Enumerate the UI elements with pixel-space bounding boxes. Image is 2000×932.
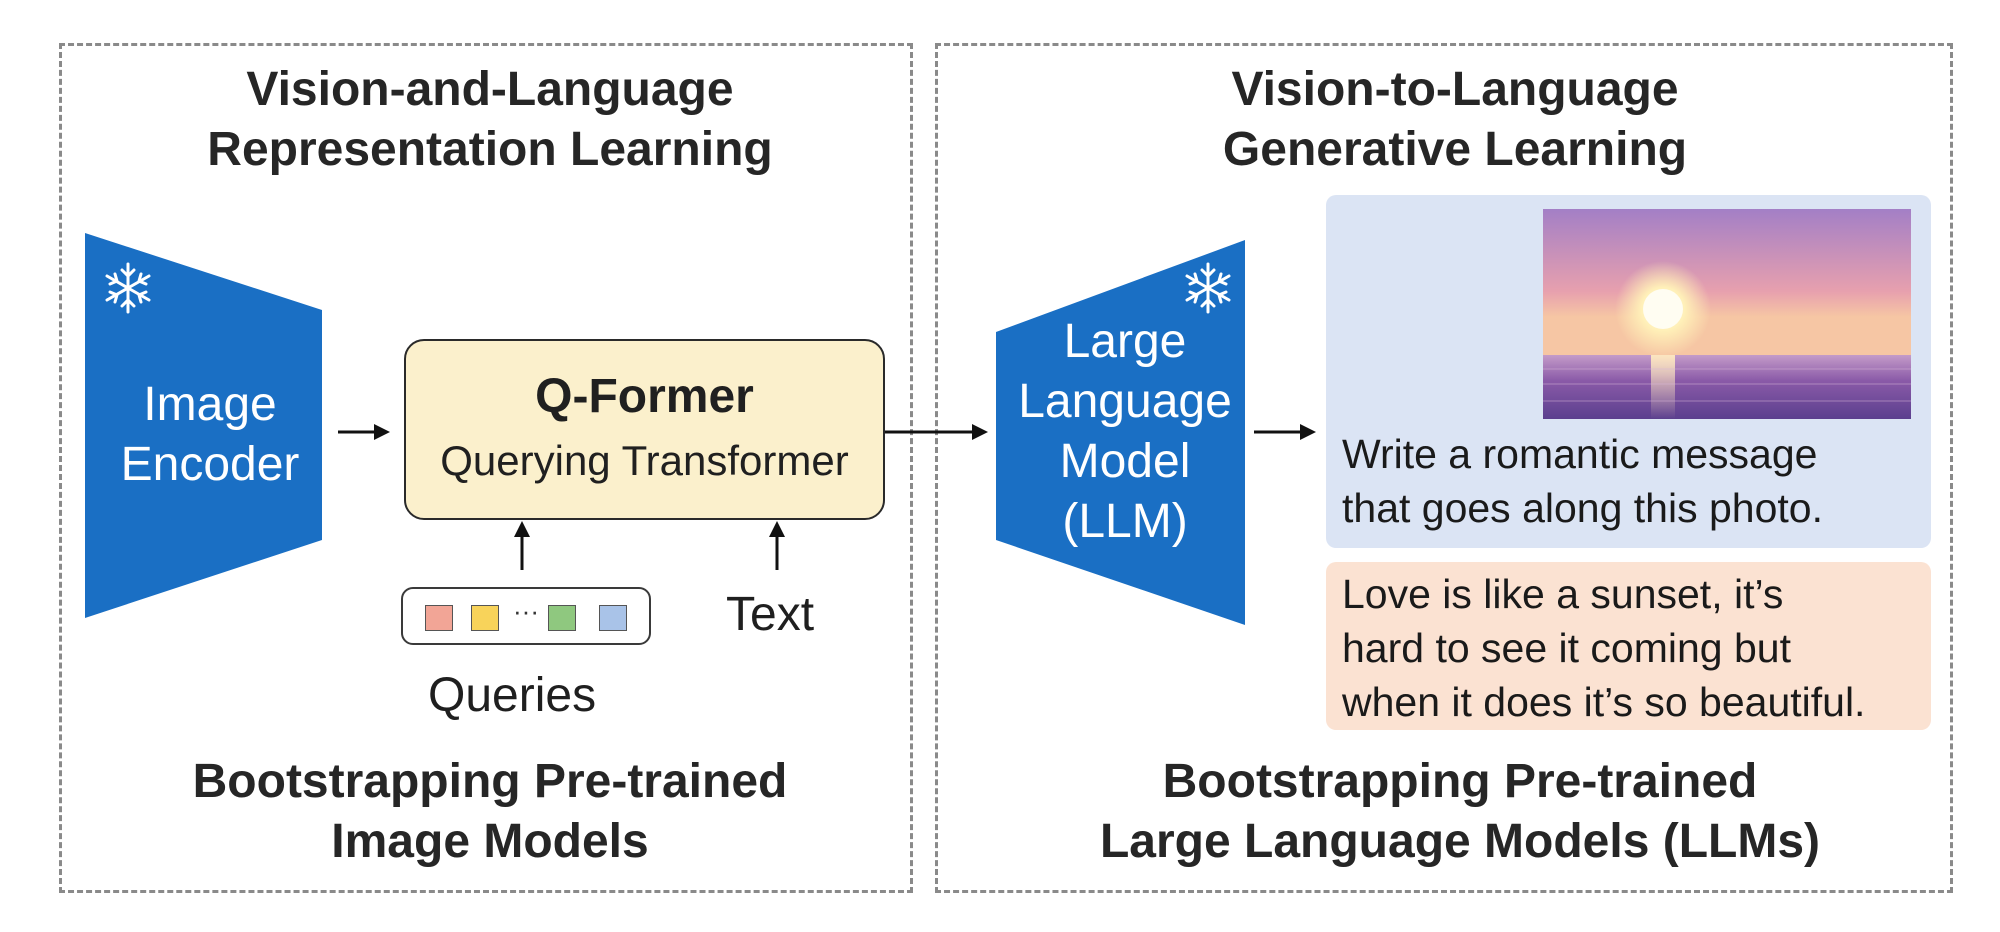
- right-title-line1: Vision-to-Language: [1231, 63, 1679, 116]
- image-encoder-line1: Image: [143, 378, 277, 431]
- left-footer-line1: Bootstrapping Pre-trained: [192, 755, 788, 808]
- queries-ellipsis: ···: [513, 596, 539, 626]
- llm-line2: Language: [1018, 375, 1232, 428]
- answer-line2: hard to see it coming but: [1342, 625, 1791, 671]
- answer-line3: when it does it’s so beautiful.: [1342, 679, 1866, 725]
- right-footer-line1: Bootstrapping Pre-trained: [1162, 755, 1758, 808]
- text-label: Text: [726, 588, 815, 641]
- arrows: [338, 424, 1316, 570]
- query-token-blue: [599, 605, 627, 631]
- arrowhead-5: [769, 521, 785, 537]
- qformer-subtitle: Querying Transformer: [440, 437, 849, 484]
- snowflake-icon: [1185, 262, 1231, 314]
- image-encoder-line2: Encoder: [120, 438, 300, 491]
- image-encoder-trapezoid: [85, 233, 322, 618]
- left-panel: [59, 43, 913, 893]
- query-token-green: [548, 605, 576, 631]
- right-footer: Bootstrapping Pre-trained Large Language…: [1010, 752, 1910, 872]
- right-panel: [935, 43, 1953, 893]
- llm-trapezoid: [996, 240, 1245, 625]
- arrowhead-2: [972, 424, 988, 440]
- llm-line3: Model: [1059, 435, 1191, 488]
- qformer-box: Q-Former Querying Transformer: [404, 339, 885, 520]
- arrowhead-3: [1300, 424, 1316, 440]
- left-title-line2: Representation Learning: [207, 123, 773, 176]
- answer-box: [1326, 562, 1931, 730]
- llm-line1: Large: [1063, 315, 1187, 368]
- right-footer-line2: Large Language Models (LLMs): [1099, 815, 1821, 868]
- sunset-photo-image: [1543, 209, 1911, 419]
- arrowhead-1: [374, 424, 390, 440]
- arrowhead-4: [514, 521, 530, 537]
- qformer-title: Q-Former: [535, 370, 754, 423]
- left-footer-line2: Image Models: [331, 815, 649, 868]
- image-encoder-label: Image Encoder: [95, 375, 325, 495]
- right-title: Vision-to-Language Generative Learning: [1060, 60, 1850, 180]
- prompt-line2: that goes along this photo.: [1342, 485, 1823, 531]
- right-title-line2: Generative Learning: [1222, 123, 1688, 176]
- answer-line1: Love is like a sunset, it’s: [1342, 571, 1784, 617]
- queries-box: ···: [401, 587, 651, 645]
- left-footer: Bootstrapping Pre-trained Image Models: [120, 752, 860, 872]
- prompt-line1: Write a romantic message: [1342, 431, 1818, 477]
- left-title-line1: Vision-and-Language: [246, 63, 734, 116]
- llm-line4: (LLM): [1062, 495, 1188, 548]
- llm-label: Large Language Model (LLM): [1000, 312, 1250, 552]
- query-token-red: [425, 605, 453, 631]
- sunset-photo: [1543, 209, 1911, 419]
- queries-label: Queries: [428, 669, 597, 722]
- snowflake-icon: [105, 262, 151, 314]
- left-title: Vision-and-Language Representation Learn…: [120, 60, 860, 180]
- query-token-yellow: [471, 605, 499, 631]
